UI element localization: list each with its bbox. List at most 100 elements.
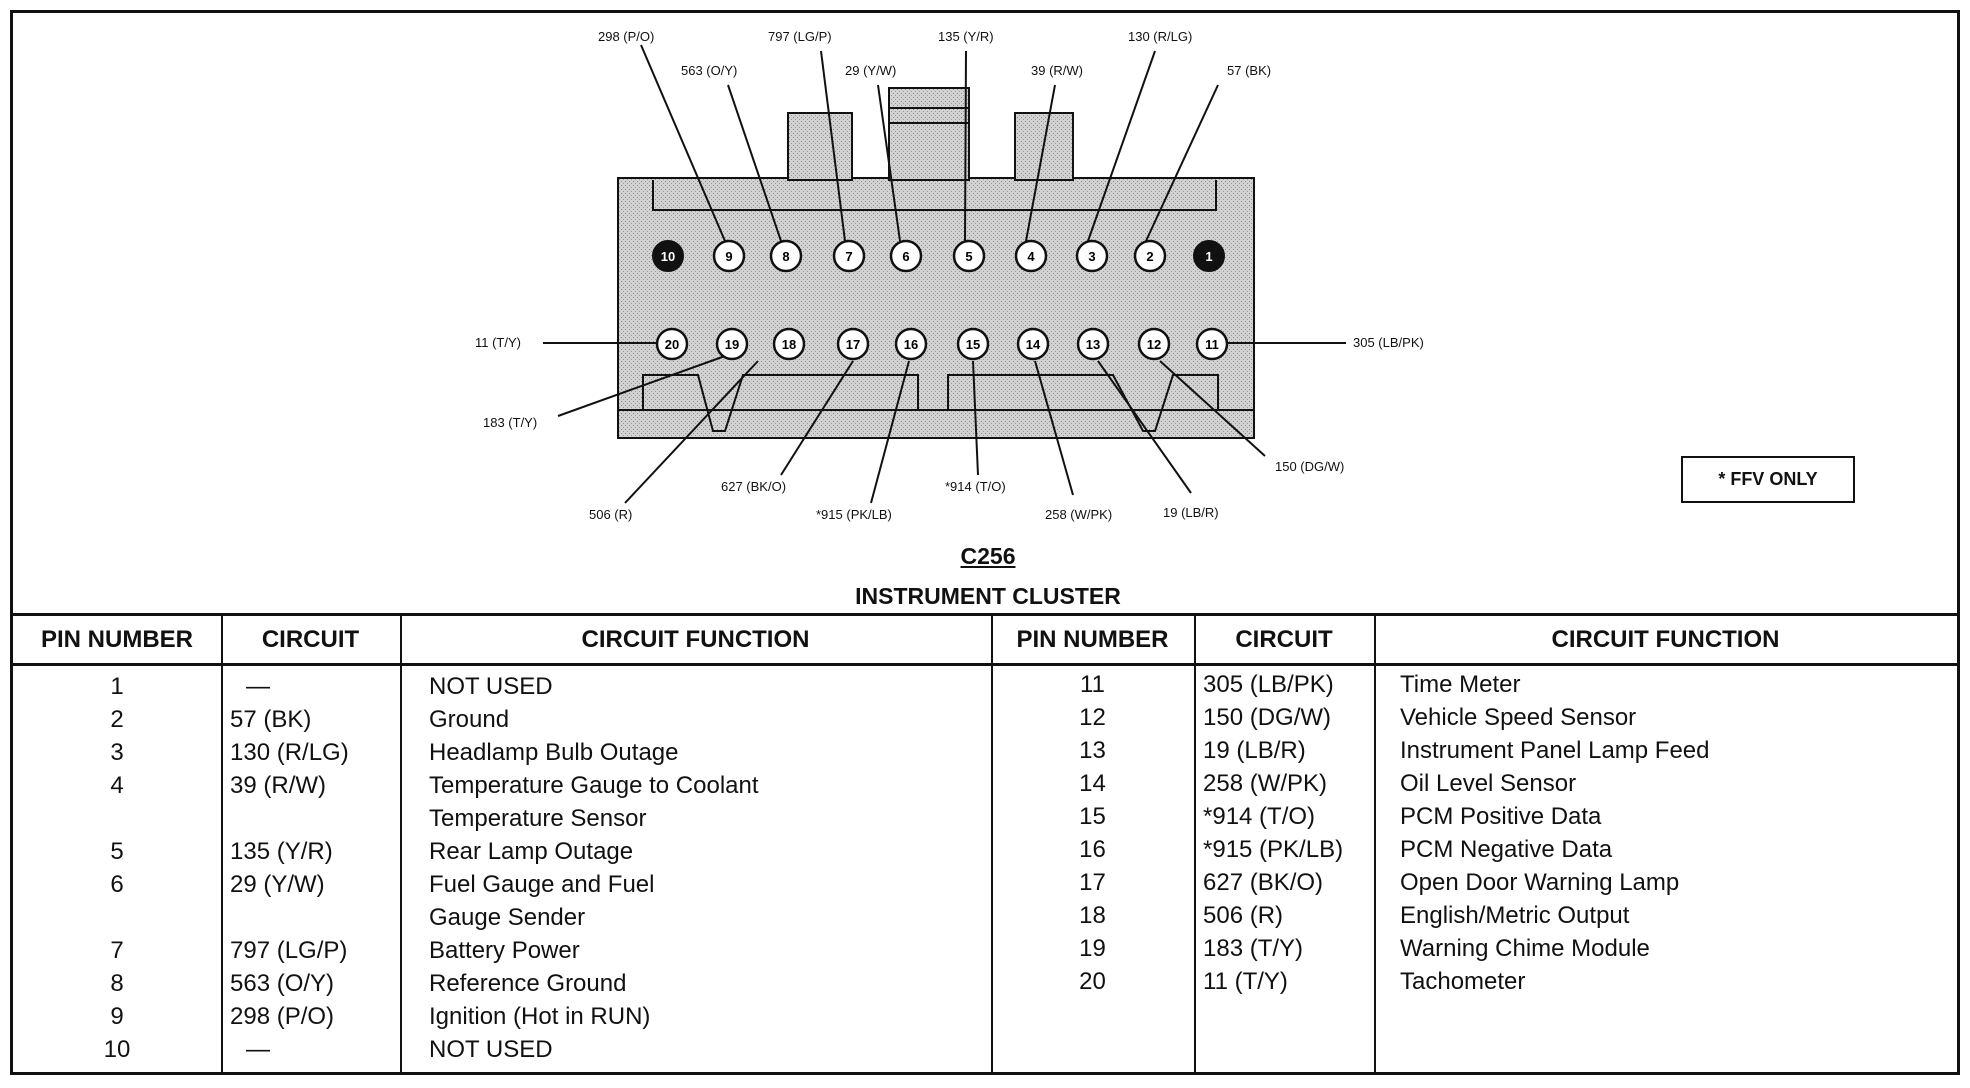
table-cell-circuit: 19 (LB/R) [1203, 737, 1306, 764]
table-cell-circuit: — [246, 673, 270, 700]
header-function-left: CIRCUIT FUNCTION [400, 616, 991, 666]
table-cell-circuit: 258 (W/PK) [1203, 770, 1328, 797]
callout-11: 11 (T/Y) [475, 335, 521, 350]
table-cell-pin: 5 [110, 838, 124, 865]
table-cell-pin: 1 [110, 673, 124, 700]
table-cell-circuit: 797 (LG/P) [230, 937, 348, 964]
pin-3: 3 [1075, 239, 1109, 273]
header-circuit-left: CIRCUIT [221, 616, 400, 666]
svg-text:6: 6 [902, 249, 909, 264]
table-cell-circuit: 57 (BK) [230, 706, 312, 733]
pin-15: 15 [956, 327, 990, 361]
table-cell-function: Rear Lamp Outage [429, 838, 634, 865]
table-cell-function: Temperature Sensor [429, 805, 647, 832]
svg-text:15: 15 [966, 337, 980, 352]
pin-16: 16 [894, 327, 928, 361]
table-cell-circuit: 130 (R/LG) [230, 739, 349, 766]
callout-135: 135 (Y/R) [938, 29, 994, 44]
svg-text:9: 9 [725, 249, 732, 264]
callout-258: 258 (W/PK) [1045, 507, 1112, 522]
table-cell-pin: 8 [110, 970, 124, 997]
table-cell-pin: 6 [110, 871, 124, 898]
header-pin-number-right: PIN NUMBER [991, 616, 1194, 666]
callout-57: 57 (BK) [1227, 63, 1271, 78]
pin-row-top: 10 9 8 7 6 5 4 3 2 1 [652, 239, 1225, 273]
svg-text:4: 4 [1027, 249, 1035, 264]
table-cell-circuit: 11 (T/Y) [1203, 968, 1288, 995]
table-cell-pin: 2 [110, 706, 124, 733]
table-cell-circuit: 563 (O/Y) [230, 970, 335, 997]
svg-text:16: 16 [904, 337, 918, 352]
pin-20: 20 [655, 327, 689, 361]
callout-627: 627 (BK/O) [721, 479, 786, 494]
table-cell-pin: 4 [110, 772, 124, 799]
table-cell-function: NOT USED [429, 1036, 553, 1063]
table-cell-pin [13, 802, 221, 835]
callout-506: 506 (R) [589, 507, 632, 522]
svg-text:1: 1 [1205, 249, 1212, 264]
table-cell-pin: 11 [1080, 671, 1105, 698]
connector-id: C256 [960, 543, 1016, 569]
callout-labels: 298 (P/O) 797 (LG/P) 135 (Y/R) 130 (R/LG… [475, 29, 1424, 522]
table-cell-circuit: — [246, 1036, 270, 1063]
table-cell-function: Tachometer [1400, 968, 1526, 995]
table-cell-pin: 17 [1079, 869, 1106, 896]
svg-text:13: 13 [1086, 337, 1100, 352]
callout-150: 150 (DG/W) [1275, 459, 1344, 474]
svg-text:5: 5 [965, 249, 972, 264]
svg-text:10: 10 [661, 249, 675, 264]
callout-298: 298 (P/O) [598, 29, 654, 44]
table-cell-circuit: 150 (DG/W) [1203, 704, 1332, 731]
pin-1: 1 [1193, 240, 1225, 272]
table-cell-function: Temperature Gauge to Coolant [429, 772, 759, 799]
table-cell-function: Instrument Panel Lamp Feed [1400, 737, 1710, 764]
callout-914: *914 (T/O) [945, 479, 1006, 494]
table-cell-pin: 13 [1079, 737, 1106, 764]
table-cell-circuit: 39 (R/W) [230, 772, 326, 799]
svg-text:8: 8 [782, 249, 789, 264]
connector-housing [617, 87, 1255, 439]
table-cell-circuit: 298 (P/O) [230, 1003, 335, 1030]
pin-8: 8 [769, 239, 803, 273]
table-cell-function: Ignition (Hot in RUN) [429, 1003, 651, 1030]
pin-19: 19 [715, 327, 749, 361]
connector-name: INSTRUMENT CLUSTER [855, 583, 1121, 609]
table-cell-pin: 15 [1079, 803, 1106, 830]
table-cell-pin: 7 [110, 937, 124, 964]
table-cell-pin [13, 901, 221, 934]
table-cell-function: PCM Positive Data [1400, 803, 1602, 830]
pin-12: 12 [1137, 327, 1171, 361]
table-cell-function: Headlamp Bulb Outage [429, 739, 679, 766]
pin-7: 7 [832, 239, 866, 273]
pin-18: 18 [772, 327, 806, 361]
table-cell-circuit: *915 (PK/LB) [1203, 836, 1344, 863]
callout-563: 563 (O/Y) [681, 63, 737, 78]
callout-797: 797 (LG/P) [768, 29, 832, 44]
table-cell-function: Fuel Gauge and Fuel [429, 871, 655, 898]
svg-text:14: 14 [1026, 337, 1041, 352]
pin-13: 13 [1076, 327, 1110, 361]
table-cell-function: Time Meter [1400, 671, 1521, 698]
header-pin-number-left: PIN NUMBER [13, 616, 221, 666]
callout-130: 130 (R/LG) [1128, 29, 1192, 44]
table-cell-function: Reference Ground [429, 970, 627, 997]
table-cell-circuit: 29 (Y/W) [230, 871, 325, 898]
table-cell-pin: 10 [103, 1036, 131, 1063]
pin-11: 11 [1195, 327, 1229, 361]
table-cell-function: Oil Level Sensor [1400, 770, 1577, 797]
lead-lines [543, 44, 1346, 504]
pin-2: 2 [1133, 239, 1167, 273]
table-cell-function: Battery Power [429, 937, 580, 964]
table-cell-circuit: 183 (T/Y) [1203, 935, 1304, 962]
callout-39: 39 (R/W) [1031, 63, 1083, 78]
pin-table: PIN NUMBER CIRCUIT CIRCUIT FUNCTION PIN … [13, 613, 1957, 1075]
table-cell-function: NOT USED [429, 673, 553, 700]
table-cell-circuit: 506 (R) [1203, 902, 1284, 929]
table-cell-function: PCM Negative Data [1400, 836, 1613, 863]
callout-305: 305 (LB/PK) [1353, 335, 1424, 350]
table-cell-pin: 3 [110, 739, 124, 766]
table-cell-pin: 18 [1079, 902, 1106, 929]
svg-text:2: 2 [1146, 249, 1153, 264]
pin-10: 10 [652, 240, 684, 272]
table-cell-pin: 9 [110, 1003, 124, 1030]
